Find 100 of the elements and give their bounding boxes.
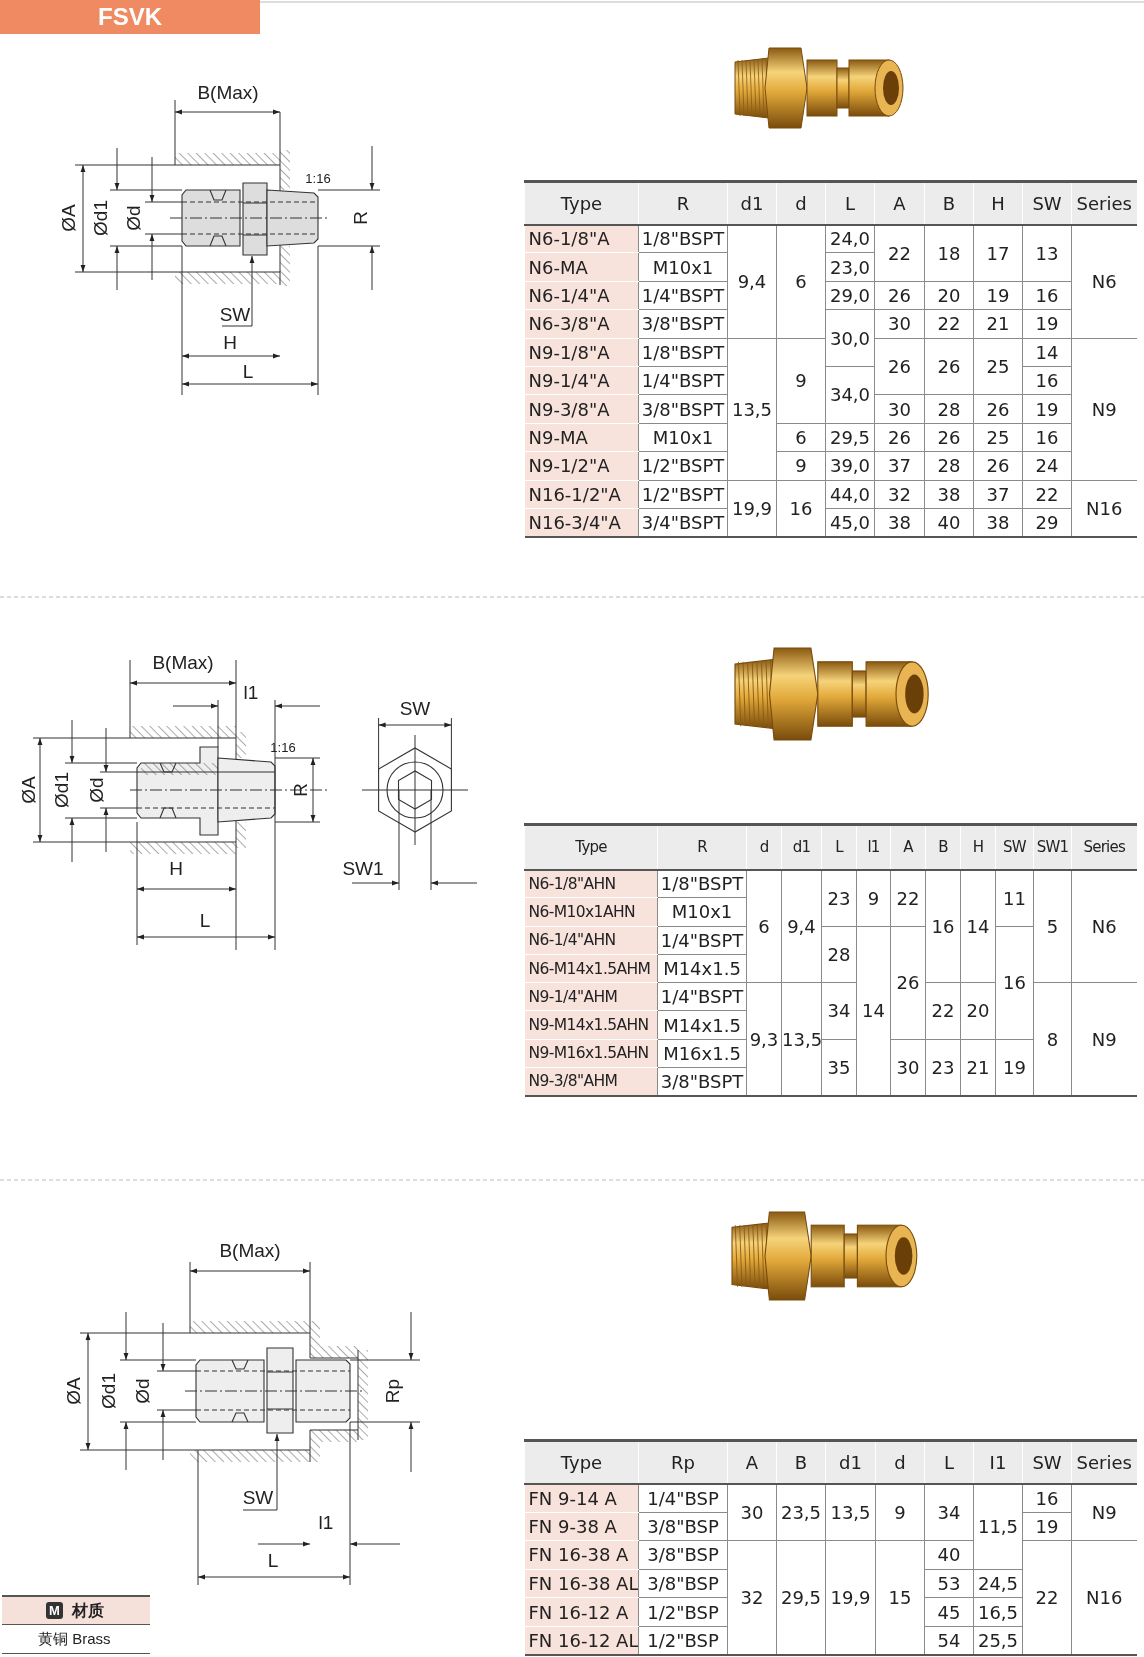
column-header: d1 xyxy=(727,181,777,225)
table-value: 28 xyxy=(924,394,974,424)
table-value: 22 xyxy=(924,309,974,339)
table-value: 16 xyxy=(995,926,1034,1040)
table-value: 35 xyxy=(821,1039,857,1096)
column-header: d xyxy=(875,1440,925,1484)
dimension-label: L xyxy=(267,1550,279,1570)
table-value: 16 xyxy=(1022,1483,1072,1513)
table-value: 29,5 xyxy=(776,1540,826,1656)
table-value: 9 xyxy=(776,338,826,424)
table-value: 26 xyxy=(874,423,925,452)
table-value: N6 xyxy=(1071,869,1137,983)
type-code: N6-MA xyxy=(524,252,639,282)
table-value: 26 xyxy=(890,926,926,1040)
table-value: M10x1 xyxy=(638,252,728,282)
column-header: Rp xyxy=(638,1440,728,1484)
type-code: N9-3/8"A xyxy=(524,394,639,424)
table-value: 24,5 xyxy=(973,1569,1023,1598)
table-value: 16 xyxy=(1022,366,1072,395)
table-value: 3/4"BSPT xyxy=(638,508,728,537)
table-value: 26 xyxy=(924,423,974,452)
table-value: 23,5 xyxy=(776,1483,826,1541)
table-value: 34,0 xyxy=(825,366,875,424)
table-value: 23 xyxy=(821,869,857,927)
table-value: 21 xyxy=(960,1039,996,1096)
table-value: 16,5 xyxy=(973,1597,1023,1627)
column-header: SW1 xyxy=(1033,824,1072,870)
table-value: 9,3 xyxy=(746,982,782,1096)
table-value: 19 xyxy=(995,1039,1034,1096)
table-value: 26 xyxy=(973,394,1023,424)
table-value: 22 xyxy=(925,982,961,1040)
table-value: 30 xyxy=(890,1039,926,1096)
table-value: 29,0 xyxy=(825,281,875,310)
dimension-label: l1 xyxy=(243,682,259,702)
table-value: 1/8"BSPT xyxy=(657,869,747,898)
table-value: 30,0 xyxy=(825,309,875,367)
table-value: 25 xyxy=(973,338,1023,395)
column-header: I1 xyxy=(973,1440,1023,1484)
table-value: 20 xyxy=(924,281,974,310)
column-header: d1 xyxy=(781,824,822,870)
table-value: 40 xyxy=(924,1540,974,1570)
dimension-label: Ød xyxy=(86,777,106,803)
type-code: N9-1/4"A xyxy=(524,366,639,395)
table-value: 14 xyxy=(1022,338,1072,367)
type-code: N6-1/8"AHN xyxy=(524,869,658,898)
table-value: 39,0 xyxy=(825,451,875,480)
dimension-label: L xyxy=(242,361,254,381)
dimension-label: B(Max) xyxy=(197,82,259,102)
type-code: N6-M10x1AHN xyxy=(524,897,658,927)
table-value: 13 xyxy=(1022,224,1072,282)
table-value: 11,5 xyxy=(973,1483,1023,1570)
table-value: 32 xyxy=(874,480,925,509)
table-value: 14 xyxy=(960,869,996,983)
table-value: 3/8"BSP xyxy=(638,1540,728,1570)
type-code: FN 16-38 A xyxy=(524,1540,639,1570)
table-value: 29,5 xyxy=(825,423,875,452)
table-value: 18 xyxy=(924,224,974,282)
table-value: 16 xyxy=(925,869,961,983)
dimension-label: ØA xyxy=(18,776,38,804)
taper-label: 1:16 xyxy=(305,171,331,185)
table-value: 5 xyxy=(1033,869,1072,983)
table-value: 9,4 xyxy=(781,869,822,983)
column-header: A xyxy=(727,1440,777,1484)
table-value: 30 xyxy=(727,1483,777,1541)
table-value: 9,4 xyxy=(727,224,777,339)
table-value: 16 xyxy=(1022,423,1072,452)
table-value: 6 xyxy=(776,224,826,339)
dimension-label: Ød xyxy=(123,205,143,231)
table-value: 3/8"BSP xyxy=(638,1569,728,1598)
dimension-label: R xyxy=(350,211,370,225)
table-value: 24,0 xyxy=(825,224,875,253)
column-header: A xyxy=(890,824,926,870)
table-value: 37 xyxy=(973,480,1023,509)
table-value: 1/4"BSPT xyxy=(638,366,728,395)
table-value: 40 xyxy=(924,508,974,537)
table-value: 19 xyxy=(973,281,1023,310)
table-value: 3/8"BSP xyxy=(638,1512,728,1541)
table-value: 34 xyxy=(821,982,857,1040)
table-value: M16x1.5 xyxy=(657,1039,747,1068)
column-header: l1 xyxy=(856,824,891,870)
column-header: SW xyxy=(995,824,1034,870)
table-value: 19,9 xyxy=(825,1540,876,1656)
table-value: 38 xyxy=(874,508,925,537)
section-heading: 材质 xyxy=(72,1601,104,1620)
table-value: 14 xyxy=(856,926,891,1096)
dimension-label: R xyxy=(290,783,310,797)
table-value: 23,0 xyxy=(825,252,875,282)
table-value: 45,0 xyxy=(825,508,875,537)
column-header: B xyxy=(925,824,961,870)
column-header: H xyxy=(960,824,996,870)
table-value: 32 xyxy=(727,1540,777,1656)
table-value: 1/2"BSP xyxy=(638,1626,728,1656)
type-code: N9-M14x1.5AHN xyxy=(524,1011,658,1040)
type-code: N16-3/4"A xyxy=(524,508,639,537)
dimension-label: H xyxy=(223,332,237,352)
type-code: N9-1/2"A xyxy=(524,451,639,480)
column-header: SW xyxy=(1022,1440,1072,1484)
column-header: L xyxy=(825,181,875,225)
type-code: N9-3/8"AHM xyxy=(524,1067,658,1096)
table-value: M14x1.5 xyxy=(657,954,747,983)
